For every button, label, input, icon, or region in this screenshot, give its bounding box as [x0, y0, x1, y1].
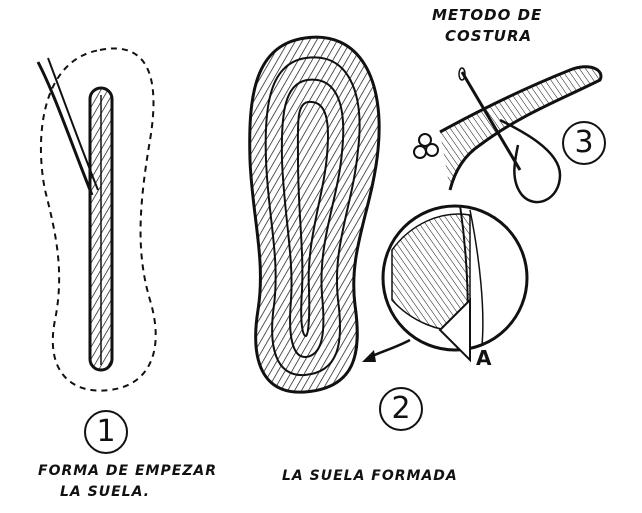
- loose-cord-end: [36, 61, 94, 196]
- step-number-2: 2: [379, 387, 423, 431]
- label-start-line1: FORMA DE EMPEZAR: [38, 463, 218, 479]
- detail-letter: A: [476, 346, 492, 370]
- detail-magnified: [381, 204, 529, 363]
- figure-start-sole: [36, 47, 157, 392]
- formed-sole-outer: [248, 35, 381, 394]
- label-method-line1: METODO DE: [432, 6, 543, 24]
- label-method-line2: COSTURA: [445, 27, 533, 45]
- label-start-line2: LA SUELA.: [60, 484, 150, 500]
- sewing-thread: [499, 118, 562, 204]
- needle: [460, 71, 522, 171]
- step-number-3: 3: [562, 121, 606, 165]
- figure-formed-sole: [248, 35, 411, 394]
- braided-cord: [439, 65, 603, 191]
- step-number-1: 1: [84, 410, 128, 454]
- label-formed: LA SUELA FORMADA: [282, 468, 458, 484]
- figure-sewing-method: [413, 65, 603, 204]
